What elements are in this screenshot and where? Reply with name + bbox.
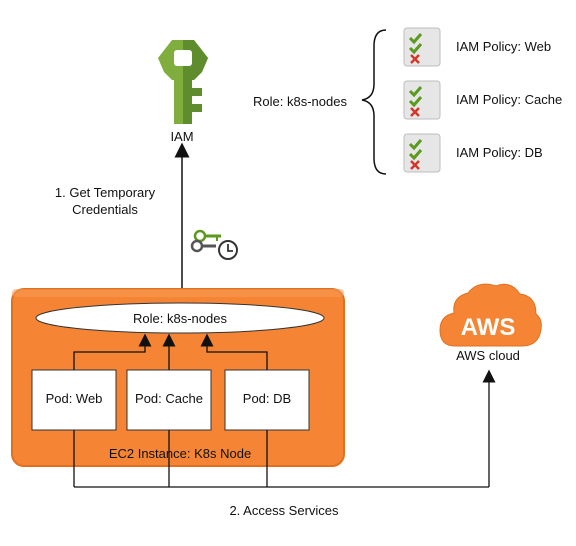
ec2-instance-label: EC2 Instance: K8s Node (109, 446, 251, 461)
step1-label-line1: 1. Get Temporary (55, 185, 156, 200)
iam-key-icon (158, 40, 208, 124)
pod-web-label: Pod: Web (46, 391, 103, 406)
aws-cloud-label: AWS cloud (456, 348, 520, 363)
pod-role-arrows (73, 333, 268, 370)
policy-label-web: IAM Policy: Web (456, 39, 551, 54)
pod-cache-label: Pod: Cache (135, 391, 203, 406)
ec2-role-label: Role: k8s-nodes (133, 311, 227, 326)
policy-doc-icon (403, 27, 441, 67)
role-panel-label: Role: k8s-nodes (253, 94, 347, 109)
step1-label-line2: Credentials (72, 202, 138, 217)
policy-doc-icon (403, 133, 441, 173)
iam-label: IAM (170, 129, 193, 144)
policy-label-cache: IAM Policy: Cache (456, 92, 562, 107)
aws-logo-text: AWS (461, 314, 516, 341)
step2-label: 2. Access Services (229, 503, 339, 518)
aws-cloud-icon: AWS (439, 283, 542, 347)
temporary-credentials-icon (190, 229, 238, 260)
policy-doc-icon (403, 80, 441, 120)
pod-web-box (31, 369, 117, 431)
policy-brace (361, 29, 387, 175)
ec2-role-ellipse (35, 302, 325, 334)
policy-label-db: IAM Policy: DB (456, 145, 543, 160)
access-services-lines (73, 369, 496, 488)
pod-db-label: Pod: DB (243, 391, 291, 406)
